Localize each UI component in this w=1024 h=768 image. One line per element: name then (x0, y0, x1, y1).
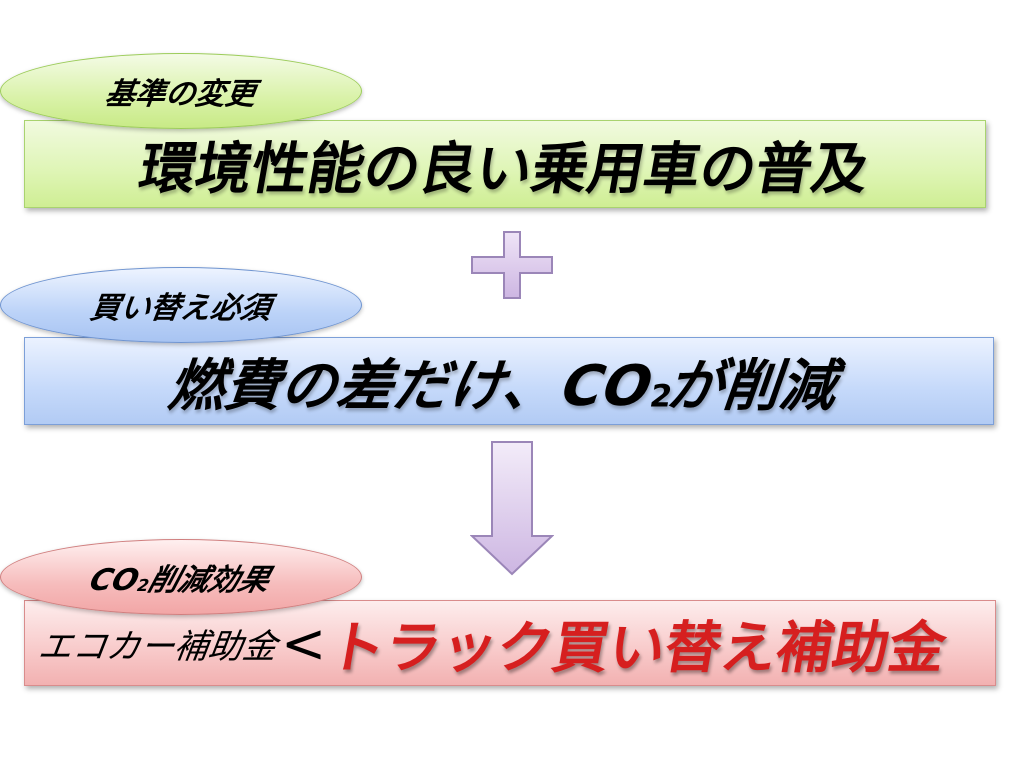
step1-text: 環境性能の良い乗用車の普及 (134, 136, 874, 202)
step2-text: 燃費の差だけ、CO2が削減 (162, 341, 852, 422)
step3-tag-label: CO2削減効果 (86, 555, 275, 599)
step1-tag-label: 基準の変更 (103, 77, 258, 112)
down-arrow-icon (470, 441, 554, 576)
step2-text-main: 燃費の差だけ、CO (162, 353, 663, 419)
step3-tag-tail: 削減効果 (144, 563, 275, 598)
truck-subsidy-text: トラック買い替え補助金 (323, 615, 952, 681)
step2-text-tail: が削減 (661, 353, 853, 419)
step1-tag: 基準の変更 (0, 53, 362, 129)
less-than-sign: < (281, 611, 327, 675)
step3-tag: CO2削減効果 (0, 539, 362, 615)
plus-icon (471, 231, 553, 299)
eco-car-subsidy-text: エコカー補助金 (35, 626, 280, 667)
step2-box: 燃費の差だけ、CO2が削減 (24, 337, 994, 425)
step2-tag-label: 買い替え必須 (88, 291, 273, 326)
step3-tag-main: CO (86, 563, 144, 598)
step2-tag: 買い替え必須 (0, 267, 362, 343)
step1-box: 環境性能の良い乗用車の普及 (24, 120, 986, 208)
